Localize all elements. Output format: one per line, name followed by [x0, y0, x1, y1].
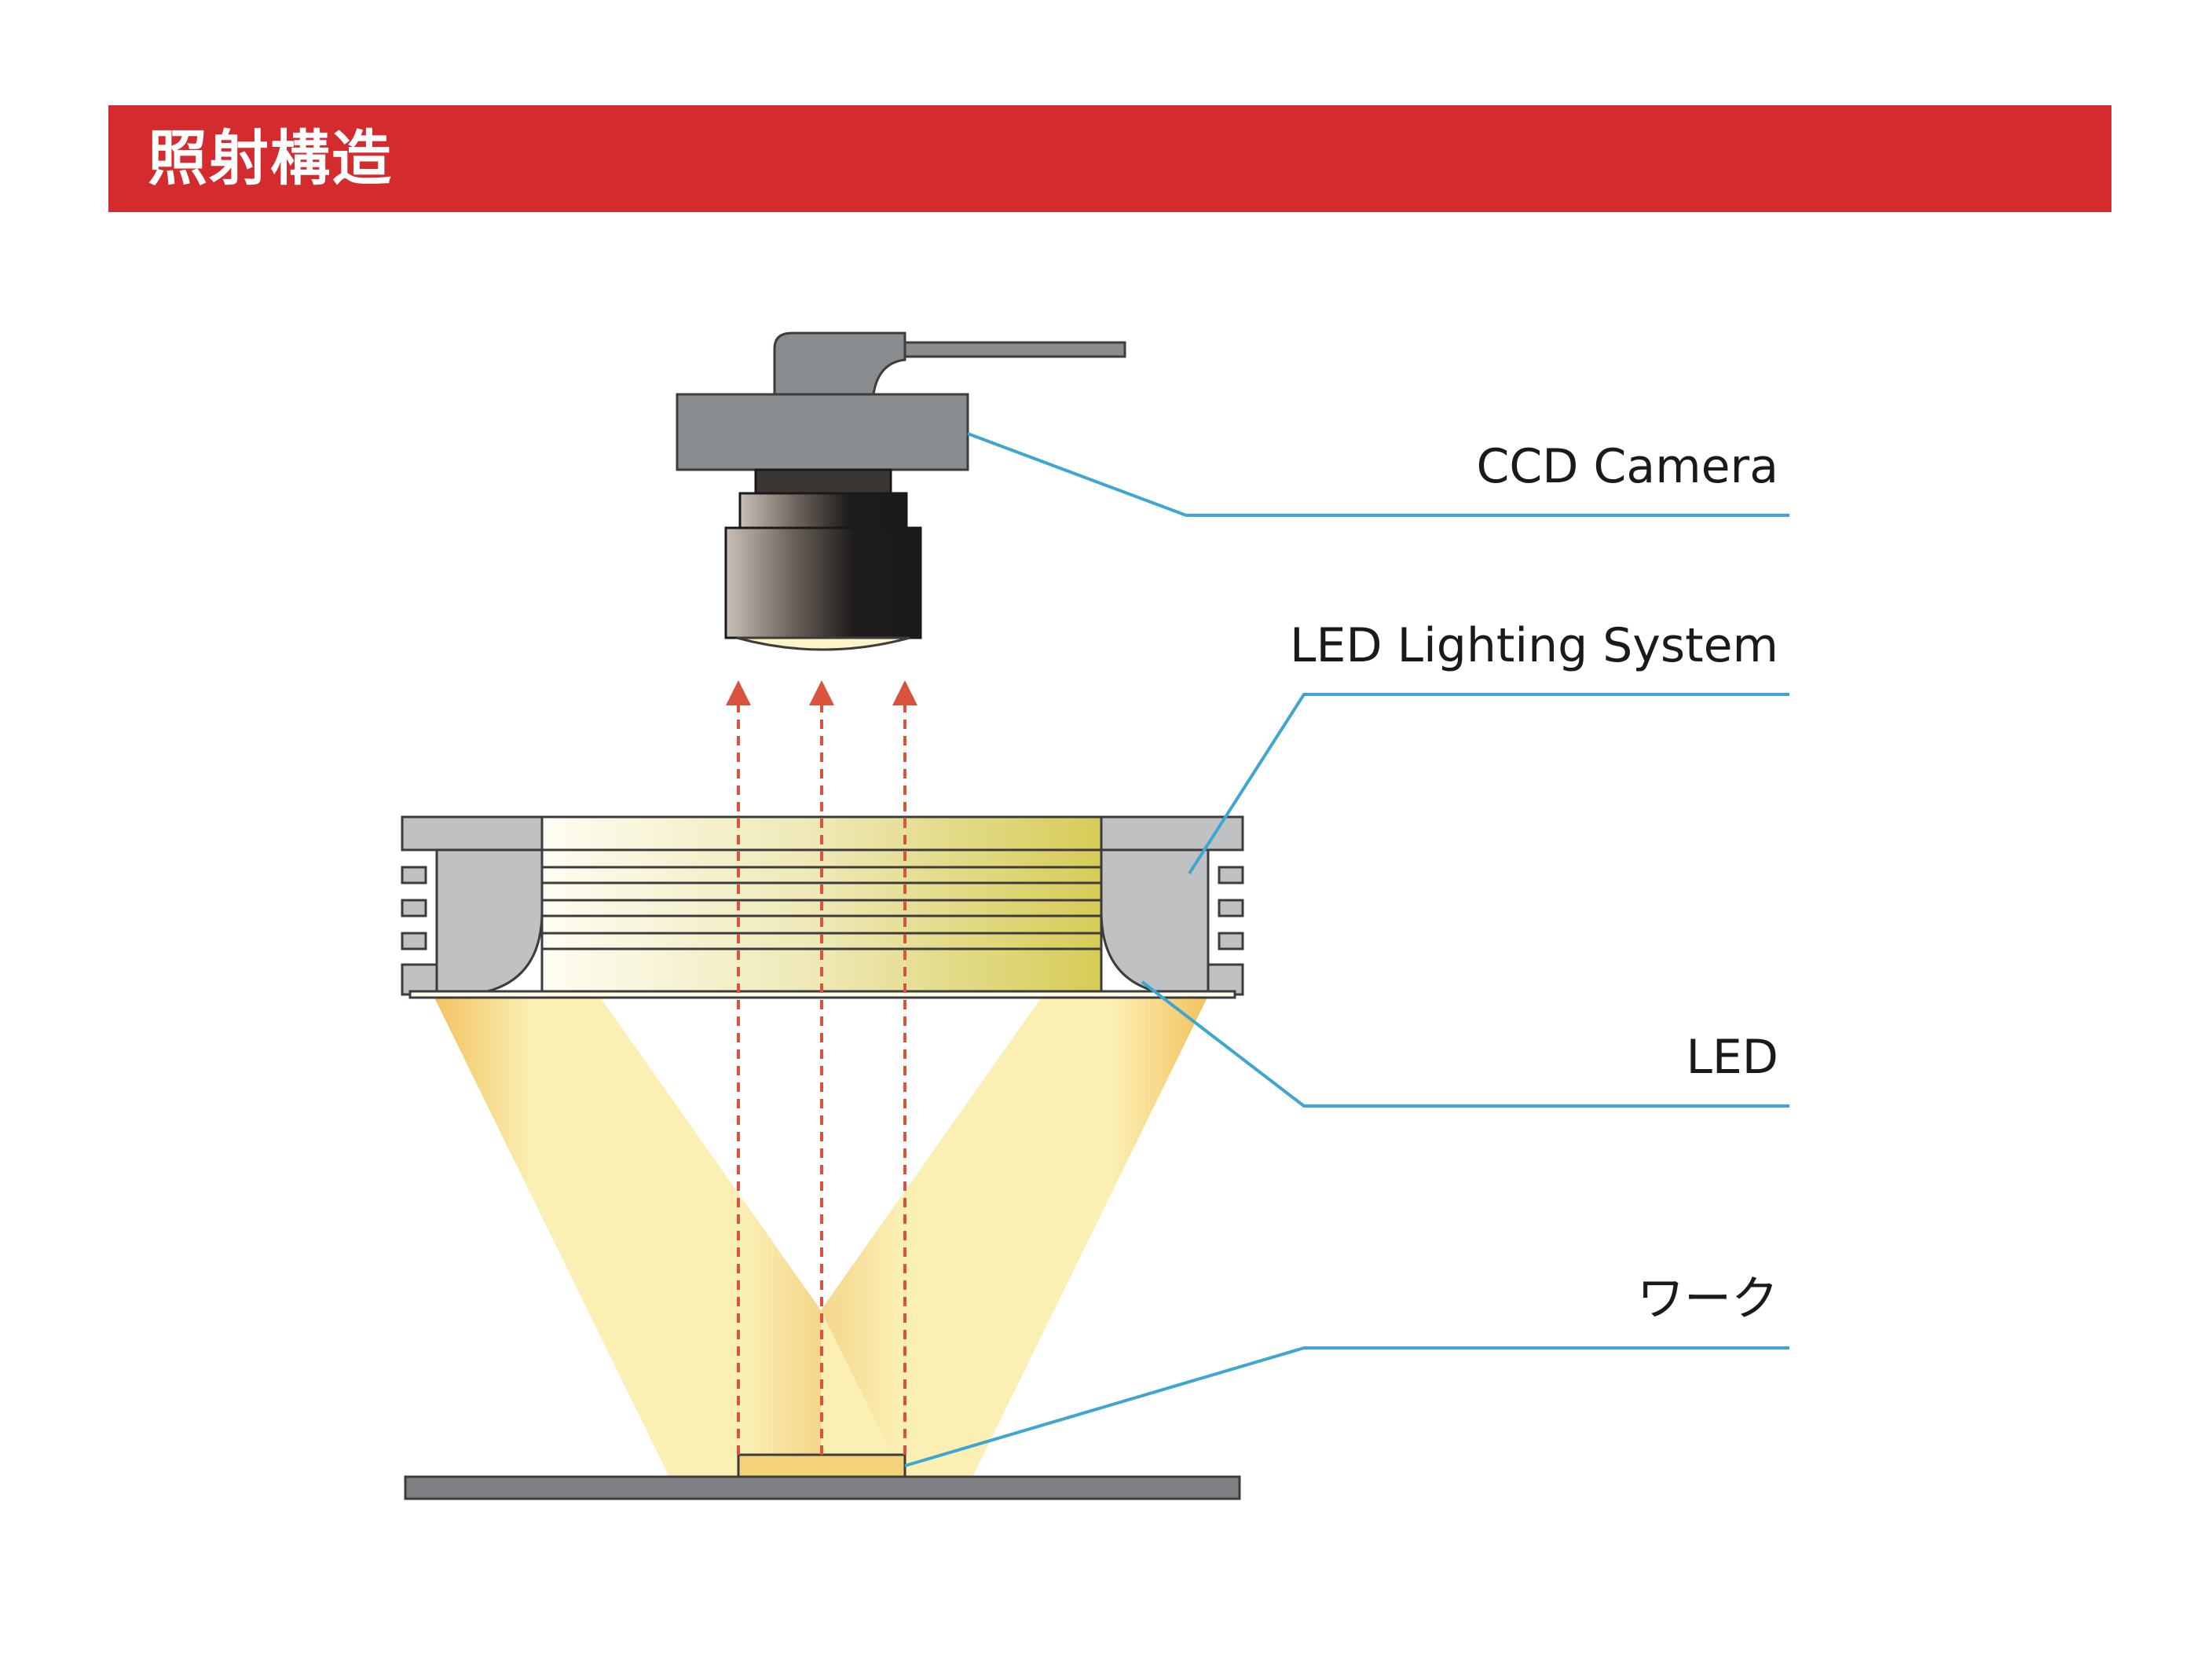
reflected-light-arrows: [726, 680, 917, 1455]
leader-camera: [967, 432, 1789, 517]
label-ccd-camera: CCD Camera: [1476, 439, 1778, 494]
leader-lines: [904, 432, 1789, 1467]
leader-lighting: [1188, 693, 1789, 875]
camera-cable: [902, 341, 1126, 358]
label-led: LED: [1686, 1030, 1778, 1085]
lens-barrel: [724, 526, 922, 639]
lens-glass: [736, 636, 910, 651]
leader-work: [904, 1346, 1789, 1467]
lens-mount: [754, 468, 892, 495]
stage-plate: [404, 1475, 1241, 1500]
header-bar: 照射構造: [108, 105, 2111, 212]
work-piece: [737, 1453, 906, 1478]
housing-right: [1100, 815, 1244, 996]
ccd-camera: [676, 331, 1126, 651]
light-beams: [434, 996, 1208, 1477]
light-beam-left: [434, 996, 821, 1477]
camera-body: [676, 393, 969, 471]
page-title: 照射構造: [148, 123, 393, 193]
light-beam-center: [738, 1310, 903, 1477]
housing-left: [401, 815, 544, 996]
leader-led: [1141, 980, 1789, 1108]
label-work: ワーク: [1637, 1272, 1778, 1327]
lens-ring: [738, 492, 908, 529]
label-led-lighting-system: LED Lighting System: [1290, 618, 1778, 673]
light-beam-right: [821, 996, 1208, 1477]
camera-connector: [773, 331, 906, 396]
